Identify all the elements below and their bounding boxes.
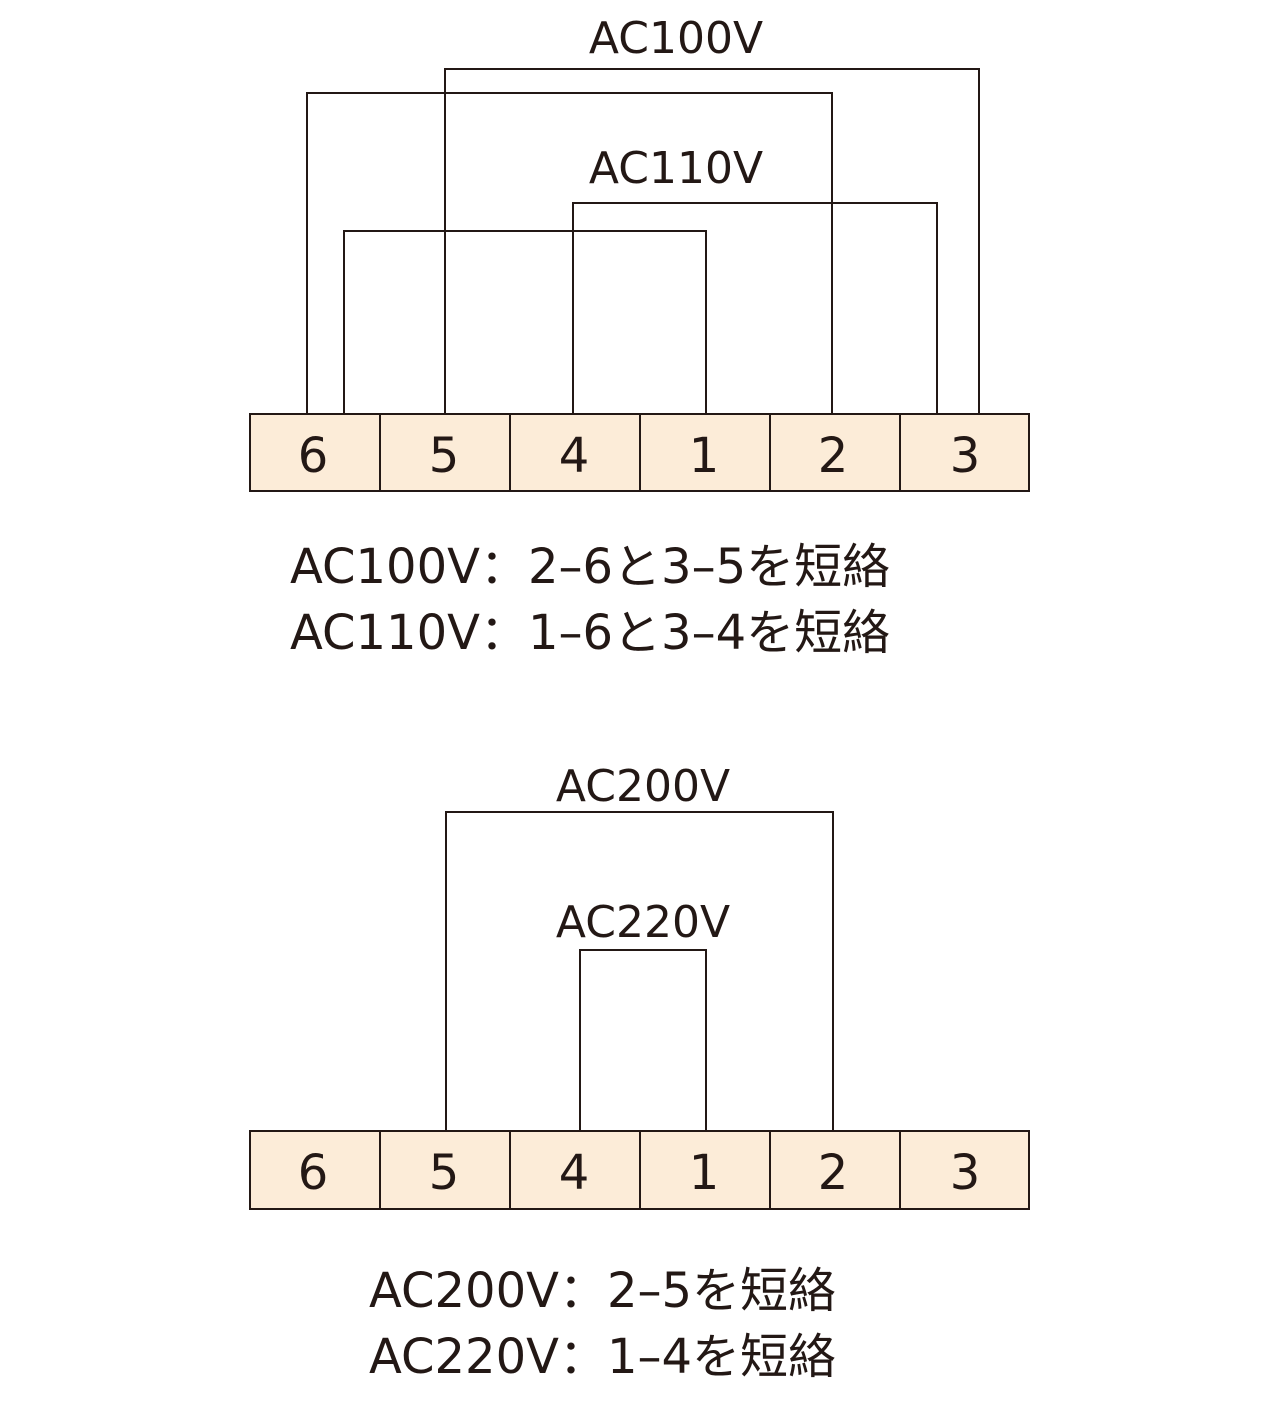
top-terminal-cell <box>769 413 901 492</box>
bottom-terminal-cell <box>639 1130 771 1210</box>
bottom-terminal-label: 4 <box>559 1145 590 1201</box>
caption-ac220v: AC220V：1–4を短絡 <box>369 1329 837 1385</box>
top-terminal-label: 6 <box>298 428 329 484</box>
top-terminal-strip: 6 5 4 1 2 3 <box>249 413 1030 492</box>
caption-ac110v: AC110V：1–6と3–4を短絡 <box>290 605 891 661</box>
wire-ac110v-1-6 <box>343 230 707 414</box>
top-terminal-label: 1 <box>689 428 720 484</box>
top-label-ac110v: AC110V <box>589 143 763 194</box>
bottom-terminal-cell <box>379 1130 511 1210</box>
bottom-terminal-label: 3 <box>950 1145 981 1201</box>
bottom-terminal-label: 5 <box>429 1145 460 1201</box>
top-terminal-label: 2 <box>818 428 849 484</box>
caption-ac200v: AC200V：2–5を短絡 <box>369 1263 837 1319</box>
top-terminal-label: 4 <box>559 428 590 484</box>
wire-ac200v-2-5 <box>445 811 834 1131</box>
top-terminal-cell <box>249 413 381 492</box>
wire-ac100v-2-6 <box>306 92 833 414</box>
bottom-label-ac200v: AC200V <box>556 761 730 812</box>
bottom-terminal-cell <box>509 1130 641 1210</box>
bottom-caption: AC200V：2–5を短絡 AC220V：1–4を短絡 <box>369 1258 836 1390</box>
top-caption: AC100V：2–6と3–5を短絡 AC110V：1–6と3–4を短絡 <box>290 534 890 666</box>
bottom-terminal-strip: 6 5 4 1 2 3 <box>249 1130 1030 1210</box>
caption-ac100v: AC100V：2–6と3–5を短絡 <box>290 539 891 595</box>
bottom-terminal-cell <box>899 1130 1030 1210</box>
top-terminal-cell <box>379 413 511 492</box>
top-wires <box>306 68 980 414</box>
top-label-ac100v: AC100V <box>589 13 763 64</box>
top-terminal-cell <box>509 413 641 492</box>
bottom-terminal-label: 2 <box>818 1145 849 1201</box>
top-terminal-cell <box>899 413 1030 492</box>
bottom-wires <box>445 811 834 1131</box>
bottom-terminal-label: 6 <box>298 1145 329 1201</box>
top-terminal-label: 3 <box>950 428 981 484</box>
bottom-terminal-cell <box>249 1130 381 1210</box>
wire-ac110v-3-4 <box>572 202 938 414</box>
top-terminal-label: 5 <box>429 428 460 484</box>
bottom-terminal-label: 1 <box>689 1145 720 1201</box>
wire-ac220v-1-4 <box>579 949 707 1131</box>
bottom-label-ac220v: AC220V <box>556 897 730 948</box>
wire-ac100v-3-5 <box>444 68 980 414</box>
